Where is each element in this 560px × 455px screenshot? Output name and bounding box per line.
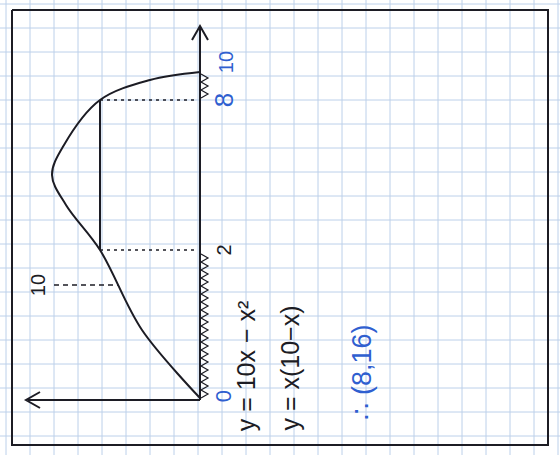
- grid-line: [78, 0, 79, 455]
- grid-line: [30, 0, 31, 455]
- grid-line: [0, 244, 560, 245]
- grid-line: [198, 0, 199, 455]
- grid-line: [0, 4, 560, 5]
- axis-hatching: [201, 74, 208, 98]
- y-axis: [28, 399, 200, 401]
- dotted-guide: [100, 249, 198, 251]
- grid-line: [0, 268, 560, 269]
- result-point: ∴ (8,16): [349, 324, 376, 419]
- grid-line: [0, 100, 560, 101]
- wavy-border: [12, 10, 548, 445]
- grid-line: [150, 0, 151, 455]
- x-axis: [199, 28, 201, 400]
- equation: y = 10x − x²: [234, 301, 259, 432]
- grid-line: [0, 124, 560, 125]
- grid-line: [0, 220, 560, 221]
- grid-line: [414, 0, 415, 455]
- grid-line: [0, 292, 560, 293]
- dotted-guide: [100, 99, 198, 101]
- axis-value: 10: [216, 51, 236, 73]
- equation: y = x(10−x): [278, 305, 303, 430]
- grid-line: [0, 436, 560, 437]
- grid-line: [6, 0, 7, 455]
- rectangle-side: [99, 100, 101, 250]
- graph: [26, 26, 208, 408]
- axis-hatching: [201, 254, 208, 398]
- grid-line: [438, 0, 439, 455]
- grid-line: [342, 0, 343, 455]
- dashed-guide: [54, 284, 118, 286]
- grid-line: [462, 0, 463, 455]
- grid-line: [0, 28, 560, 29]
- grid-line: [534, 0, 535, 455]
- grid-line: [0, 196, 560, 197]
- grid-line: [54, 0, 55, 455]
- grid-line: [318, 0, 319, 455]
- grid-line: [510, 0, 511, 455]
- grid-line: [174, 0, 175, 455]
- grid-line: [486, 0, 487, 455]
- axis-arrowhead: [26, 392, 40, 408]
- parabola: [52, 72, 200, 398]
- grid-line: [0, 76, 560, 77]
- grid-line: [0, 172, 560, 173]
- axis-arrowhead: [192, 26, 208, 40]
- axis-value: 2: [214, 244, 234, 255]
- axis-value: 0: [213, 390, 235, 402]
- grid-line: [558, 0, 559, 455]
- axis-value: 10: [28, 274, 48, 296]
- grid-line: [0, 148, 560, 149]
- grid-line: [270, 0, 271, 455]
- grid-line: [0, 52, 560, 53]
- grid-line: [102, 0, 103, 455]
- grid-line: [390, 0, 391, 455]
- grid-line: [126, 0, 127, 455]
- axis-value: 8: [211, 93, 237, 107]
